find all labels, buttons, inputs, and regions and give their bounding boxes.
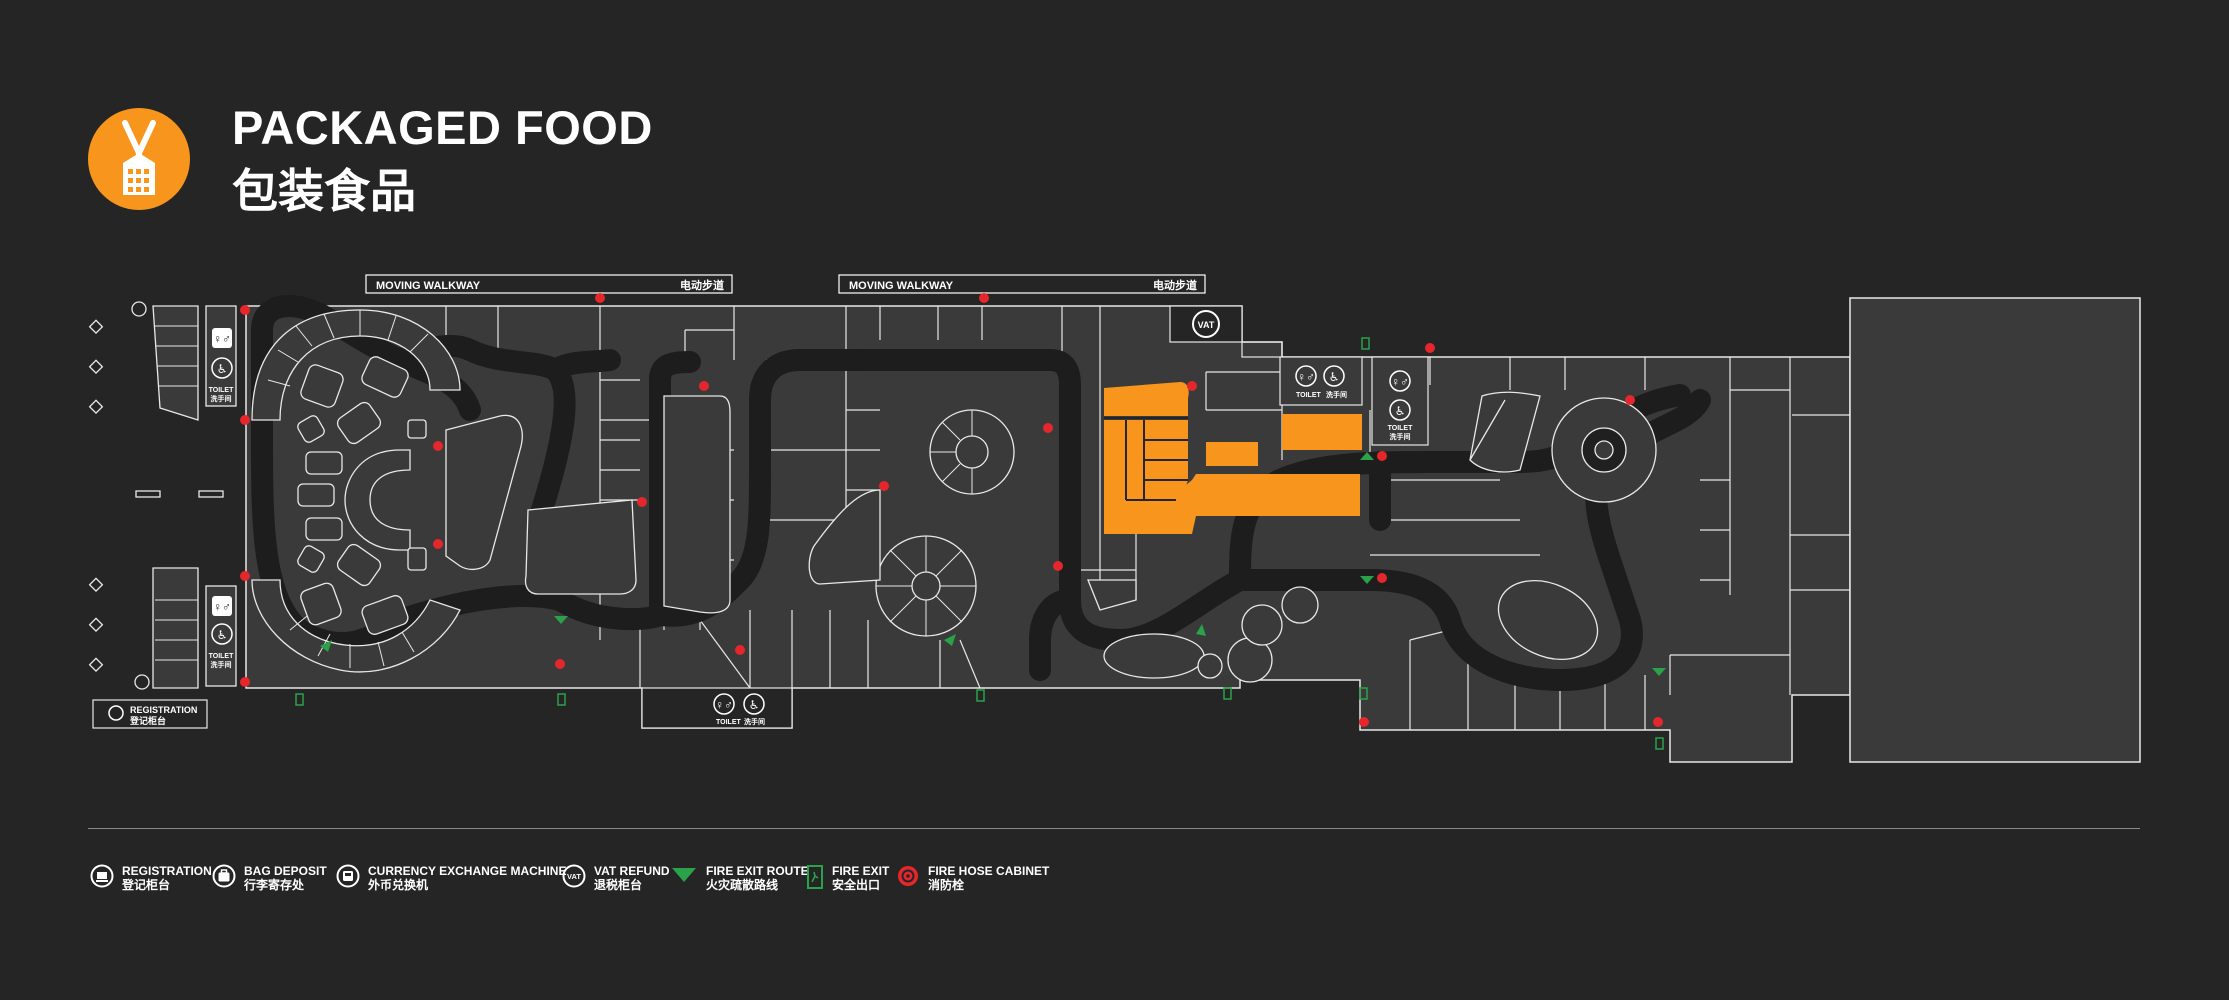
legend-bag-deposit: BAG DEPOSIT 行李寄存处 (212, 864, 327, 892)
legend-label: REGISTRATION (122, 864, 212, 878)
packaged-food-zone-lines (1104, 417, 1188, 501)
legend-label-zh: 消防栓 (928, 878, 965, 892)
svg-text:♀♂: ♀♂ (213, 600, 231, 614)
toilet-label-zh: 洗手间 (1390, 432, 1411, 441)
toilet-4: ♀♂ ♿ TOILET 洗手间 (1279, 356, 1363, 406)
svg-text:♀♂: ♀♂ (213, 332, 231, 346)
moving-walkway-label: MOVING WALKWAY (849, 280, 954, 292)
kiosk-spokes (267, 310, 976, 668)
page-title-zh: 包装食品 (232, 165, 416, 217)
toilet-label-zh: 洗手间 (211, 394, 232, 403)
svg-text:♿: ♿ (217, 362, 228, 376)
registration-box: REGISTRATION 登记柜台 (92, 699, 208, 729)
toilet-2: ♀♂ ♿ TOILET 洗手间 (209, 596, 234, 669)
legend-divider (88, 828, 2140, 829)
left-wings (152, 305, 237, 689)
vat-refund-icon-text: VAT (567, 872, 581, 881)
vat-refund-point: VAT (1169, 305, 1243, 343)
moving-walkway-1: MOVING WALKWAY 电动步道 (365, 274, 733, 294)
packaged-food-icon (88, 108, 190, 210)
legend-fire-exit-route: FIRE EXIT ROUTE 火灾疏散路线 (670, 864, 809, 892)
moving-walkway-label: MOVING WALKWAY (376, 280, 481, 292)
vat-label: VAT (1198, 320, 1215, 330)
svg-text:♿: ♿ (1395, 404, 1406, 418)
toilet-label: TOILET (209, 653, 234, 660)
toilet-label-zh: 洗手间 (211, 660, 232, 669)
toilet-label: TOILET (1296, 392, 1321, 399)
toilet-label-zh: 洗手间 (1326, 390, 1347, 399)
legend-label-zh: 火灾疏散路线 (706, 878, 779, 892)
svg-text:♿: ♿ (217, 628, 228, 642)
bag-deposit-icon (212, 864, 236, 888)
fire-exit-route-arrows (320, 452, 1666, 676)
svg-text:♀♂: ♀♂ (1297, 370, 1315, 384)
svg-text:♀♂: ♀♂ (715, 698, 733, 712)
island-counters (297, 356, 1137, 635)
legend-vat-refund: VAT VAT REFUND 退税柜台 (562, 864, 670, 892)
page-title: PACKAGED FOOD (232, 101, 653, 154)
legend-label: CURRENCY EXCHANGE MACHINE (368, 864, 567, 878)
left-wing-lines (155, 325, 198, 661)
toilet-label: TOILET (1388, 425, 1413, 432)
registration-box-label: REGISTRATION (130, 705, 197, 715)
legend-label-zh: 安全出口 (832, 878, 881, 892)
legend-label-zh: 外币兑换机 (368, 878, 429, 892)
legend-label: BAG DEPOSIT (244, 864, 327, 878)
toilet-label: TOILET (209, 387, 234, 394)
legend-registration: REGISTRATION 登记柜台 (90, 864, 212, 892)
fire-exit-route-icon (672, 868, 696, 882)
legend-label-zh: 行李寄存处 (244, 878, 305, 892)
legend-label: FIRE HOSE CABINET (928, 864, 1050, 878)
legend-currency-exchange: CURRENCY EXCHANGE MACHINE 外币兑换机 (336, 864, 566, 892)
packaged-food-zone (1104, 382, 1362, 534)
toilet-label-zh: 洗手间 (744, 717, 765, 726)
moving-walkway-label-zh: 电动步道 (1153, 278, 1197, 292)
moving-walkway-label-zh: 电动步道 (680, 278, 724, 292)
fire-hose-cabinet-icon (898, 866, 918, 886)
toilet-1: ♀♂ ♿ TOILET 洗手间 (209, 328, 234, 403)
legend-label: FIRE EXIT ROUTE (706, 864, 809, 878)
registration-icon (90, 864, 114, 888)
legend-label: VAT REFUND (594, 864, 670, 878)
legend-fire-hose-cabinet: FIRE HOSE CABINET 消防栓 (896, 864, 1049, 892)
toilet-3: ♀♂ ♿ TOILET 洗手间 (641, 687, 793, 729)
legend-label-zh: 登记柜台 (122, 878, 171, 892)
svg-text:♿: ♿ (1329, 370, 1340, 384)
registration-box-label-zh: 登记柜台 (129, 715, 166, 726)
legend-fire-exit: FIRE EXIT 安全出口 (806, 864, 889, 892)
fire-hose-cabinets (240, 293, 1663, 727)
entrance-markers (88, 301, 224, 690)
svg-text:♿: ♿ (749, 698, 760, 712)
fire-exits (295, 337, 1664, 750)
legend-label: FIRE EXIT (832, 864, 890, 878)
legend-label-zh: 退税柜台 (594, 878, 643, 892)
moving-walkway-2: MOVING WALKWAY 电动步道 (838, 274, 1206, 294)
toilet-5: ♀♂ ♿ TOILET 洗手间 (1371, 356, 1429, 446)
currency-exchange-icon (336, 864, 360, 888)
svg-text:♀♂: ♀♂ (1391, 375, 1409, 389)
vat-refund-icon: VAT (562, 864, 586, 888)
fire-exit-icon (807, 865, 823, 889)
toilet-label: TOILET (716, 719, 741, 726)
